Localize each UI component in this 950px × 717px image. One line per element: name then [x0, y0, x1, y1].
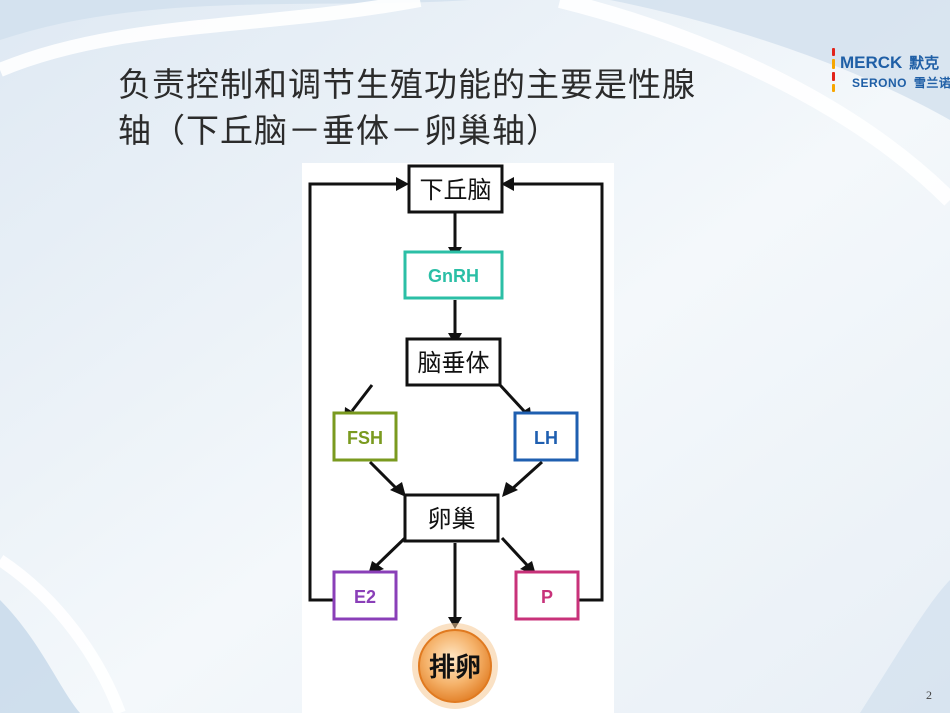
node-gnrh: GnRH	[403, 250, 504, 300]
node-hypothalamus-label: 下丘脑	[420, 176, 492, 204]
hpo-axis-diagram: 下丘脑 GnRH 脑垂体 FSH LH 卵巢 E2 P	[302, 163, 614, 713]
arrow-ovary-p	[500, 536, 529, 567]
arrow-pituitary-fsh	[350, 384, 374, 412]
node-e2-label: E2	[354, 587, 376, 607]
logo-line-2: SERONO 雪兰诺	[852, 74, 950, 91]
title-line-2: 轴（下丘脑－垂体－卵巢轴）	[118, 111, 560, 150]
logo-sub-cn: 雪兰诺	[913, 76, 950, 90]
node-pituitary: 脑垂体	[405, 337, 502, 387]
page-number: 2	[926, 688, 932, 702]
arrow-fsh-ovary	[368, 460, 399, 491]
arrow-lh-ovary	[510, 460, 544, 491]
node-p: P	[514, 570, 580, 621]
node-ovulation: 排卵	[412, 623, 498, 709]
diagram-canvas: 下丘脑 GnRH 脑垂体 FSH LH 卵巢 E2 P	[302, 163, 614, 713]
node-fsh-label: FSH	[347, 428, 383, 448]
arrow-pituitary-lh	[498, 383, 526, 413]
node-pituitary-label: 脑垂体	[418, 349, 490, 377]
ovulation-circle	[418, 629, 492, 703]
slide-title: 负责控制和调节生殖功能的主要是性腺 轴（下丘脑－垂体－卵巢轴）	[118, 62, 778, 154]
node-fsh: FSH	[332, 411, 398, 462]
node-p-label: P	[541, 587, 553, 607]
diagram-connectors	[308, 182, 604, 619]
merck-serono-logo: MERCK 默克 SERONO 雪兰诺	[830, 44, 950, 100]
node-ovary: 卵巢	[403, 493, 500, 543]
feedback-p-hypothalamus	[512, 182, 604, 602]
logo-bars-icon	[830, 48, 838, 94]
node-ovary-label: 卵巢	[428, 505, 476, 533]
title-line-1: 负责控制和调节生殖功能的主要是性腺	[118, 65, 696, 104]
node-lh-label: LH	[534, 428, 558, 448]
logo-brand-cn: 默克	[909, 55, 940, 72]
node-gnrh-label: GnRH	[428, 266, 479, 286]
logo-brand-en: MERCK	[840, 53, 903, 72]
node-e2: E2	[332, 570, 398, 621]
logo-line-1: MERCK 默克	[840, 52, 939, 73]
node-hypothalamus: 下丘脑	[407, 164, 504, 214]
logo-sub-en: SERONO	[852, 76, 908, 90]
node-ovulation-label: 排卵	[429, 653, 481, 683]
node-lh: LH	[513, 411, 579, 462]
feedback-e2-hypothalamus	[308, 182, 398, 602]
arrow-ovary-e2	[375, 536, 407, 567]
